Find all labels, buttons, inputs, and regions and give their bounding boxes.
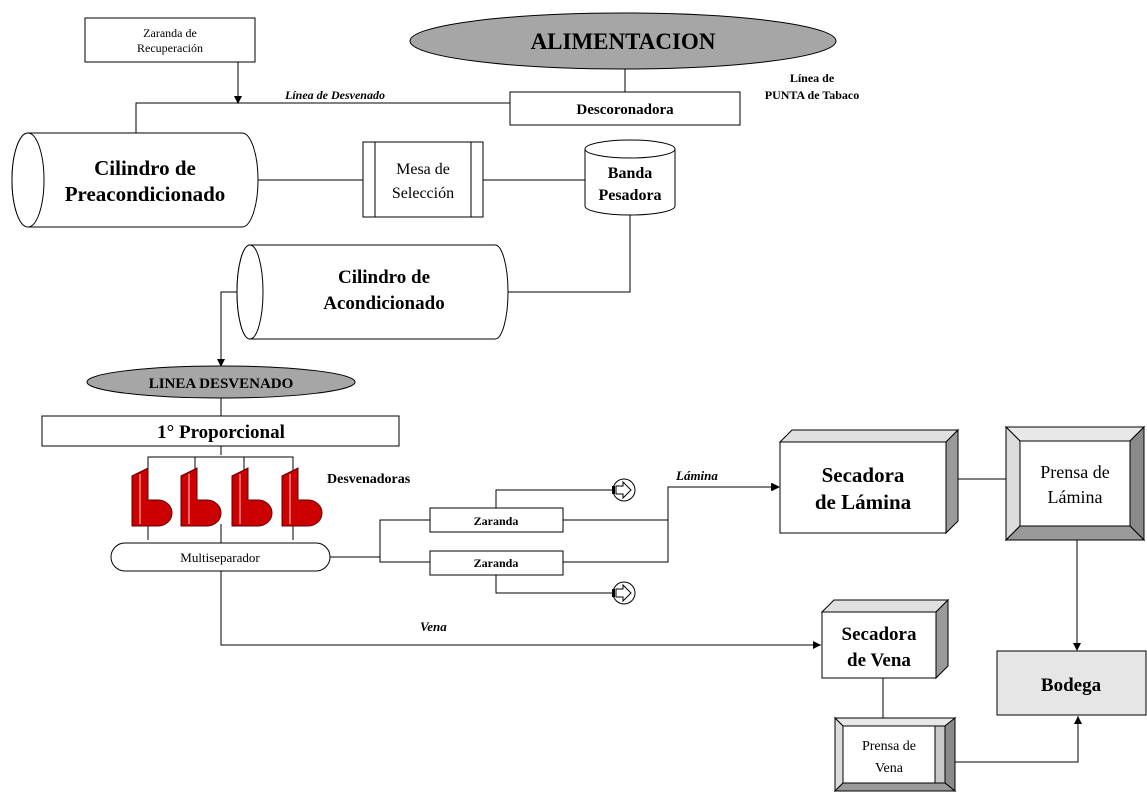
- zaranda-recuperacion-box: Zaranda de Recuperación: [84, 17, 256, 63]
- desvenadoras-group: [131, 467, 323, 527]
- proporcional-label: 1° Proporcional: [157, 422, 285, 443]
- zaranda-recuperacion-label-1: Zaranda de: [143, 26, 197, 40]
- zaranda-recuperacion-label-2: Recuperación: [137, 41, 203, 55]
- secadora-lamina-label-2: de Lámina: [815, 490, 912, 514]
- cilindro-acondicionado: Cilindro de Acondicionado: [236, 244, 509, 340]
- mesa-seleccion-box: Mesa de Selección: [362, 141, 484, 218]
- desvenadoras-label: Desvenadoras: [327, 472, 411, 487]
- desvenadora-machine-icon: [180, 467, 222, 527]
- desvenadora-machine-icon: [131, 467, 173, 527]
- bodega-label: Bodega: [1041, 675, 1102, 696]
- lamina-label: Lámina: [675, 468, 718, 483]
- desvenadora-machine-icon: [231, 467, 273, 527]
- linea-desvenado-label: Línea de Desvenado: [284, 88, 385, 102]
- linea-desvenado-title: LINEA DESVENADO: [149, 376, 294, 392]
- cilindro-preacondicionado: Cilindro de Preacondicionado: [11, 132, 259, 228]
- linea-punta-label-2: PUNTA de Tabaco: [765, 88, 859, 102]
- prensa-lamina-box: Prensa de Lámina: [1004, 425, 1146, 542]
- alimentacion-ellipse: ALIMENTACION: [409, 12, 837, 70]
- secadora-vena-label-1: Secadora: [842, 624, 917, 645]
- secadora-lamina-label-1: Secadora: [822, 463, 905, 487]
- banda-label-2: Pesadora: [598, 187, 661, 204]
- prensa-vena-label-2: Vena: [875, 761, 904, 776]
- banda-label-1: Banda: [608, 165, 652, 182]
- multiseparador-box: Multiseparador: [110, 542, 331, 572]
- alimentacion-label: ALIMENTACION: [531, 29, 716, 54]
- proporcional-box: 1° Proporcional: [41, 415, 400, 447]
- outlet-arrow-icon: [612, 581, 636, 605]
- linea-desvenado-ellipse: LINEA DESVENADO: [86, 365, 356, 399]
- descoronadora-box: Descoronadora: [509, 91, 741, 126]
- zaranda-box-1: Zaranda: [429, 507, 564, 533]
- cilindro-pre-label-2: Preacondicionado: [65, 182, 226, 206]
- multiseparador-label: Multiseparador: [180, 550, 260, 565]
- bodega-box: Bodega: [996, 650, 1147, 716]
- secadora-lamina-box: Secadora de Lámina: [778, 428, 960, 535]
- secadora-vena-label-2: de Vena: [847, 650, 911, 671]
- mesa-label-2: Selección: [392, 185, 454, 202]
- descoronadora-label: Descoronadora: [576, 102, 674, 118]
- linea-punta-label-1: Línea de: [790, 71, 835, 85]
- desvenadora-machine-icon: [281, 467, 323, 527]
- outlet-arrow-icon: [612, 478, 636, 502]
- prensa-vena-label-1: Prensa de: [862, 739, 916, 754]
- cilindro-acond-label-2: Acondicionado: [323, 293, 444, 314]
- prensa-lamina-label-2: Lámina: [1048, 487, 1103, 507]
- banda-pesadora-drum: Banda Pesadora: [584, 139, 676, 216]
- mesa-label-1: Mesa de: [396, 161, 450, 178]
- cilindro-pre-label-1: Cilindro de: [94, 156, 196, 180]
- zaranda-box-2: Zaranda: [429, 550, 564, 576]
- prensa-lamina-label-1: Prensa de: [1040, 462, 1109, 482]
- vena-label: Vena: [420, 619, 447, 634]
- zaranda-1-label: Zaranda: [474, 514, 519, 528]
- prensa-vena-box: Prensa de Vena: [833, 716, 957, 793]
- cilindro-acond-label-1: Cilindro de: [338, 267, 430, 288]
- zaranda-2-label: Zaranda: [474, 556, 519, 570]
- secadora-vena-box: Secadora de Vena: [820, 598, 950, 680]
